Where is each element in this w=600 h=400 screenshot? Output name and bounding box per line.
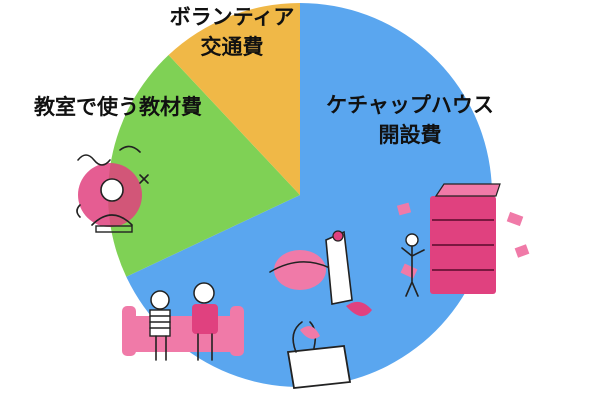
slice-label-1: 教室で使う教材費 bbox=[34, 95, 202, 119]
slice-label-2-line-1: 交通費 bbox=[201, 35, 264, 59]
slice-label-2: ボランティア交通費 bbox=[170, 5, 295, 59]
slice-label-0: ケチャップハウス開設費 bbox=[326, 93, 494, 147]
pie-slice-2 bbox=[168, 3, 300, 195]
pie-slice-1 bbox=[108, 55, 300, 277]
slice-label-0-line-1: 開設費 bbox=[379, 123, 442, 147]
pie-slice-0 bbox=[126, 3, 493, 388]
slice-label-2-line-0: ボランティア bbox=[170, 5, 295, 29]
frustrated-student-icon bbox=[76, 145, 149, 233]
sofa-people-icon bbox=[122, 282, 244, 361]
rocket-tablet-icon bbox=[269, 230, 372, 389]
pie-slices bbox=[108, 3, 493, 388]
slice-label-1-line-0: 教室で使う教材費 bbox=[34, 95, 202, 119]
slice-label-0-line-0: ケチャップハウス bbox=[326, 93, 494, 117]
bookshelf-icon bbox=[396, 183, 530, 297]
slice-labels: ケチャップハウス開設費 教室で使う教材費 ボランティア交通費 bbox=[34, 5, 494, 147]
